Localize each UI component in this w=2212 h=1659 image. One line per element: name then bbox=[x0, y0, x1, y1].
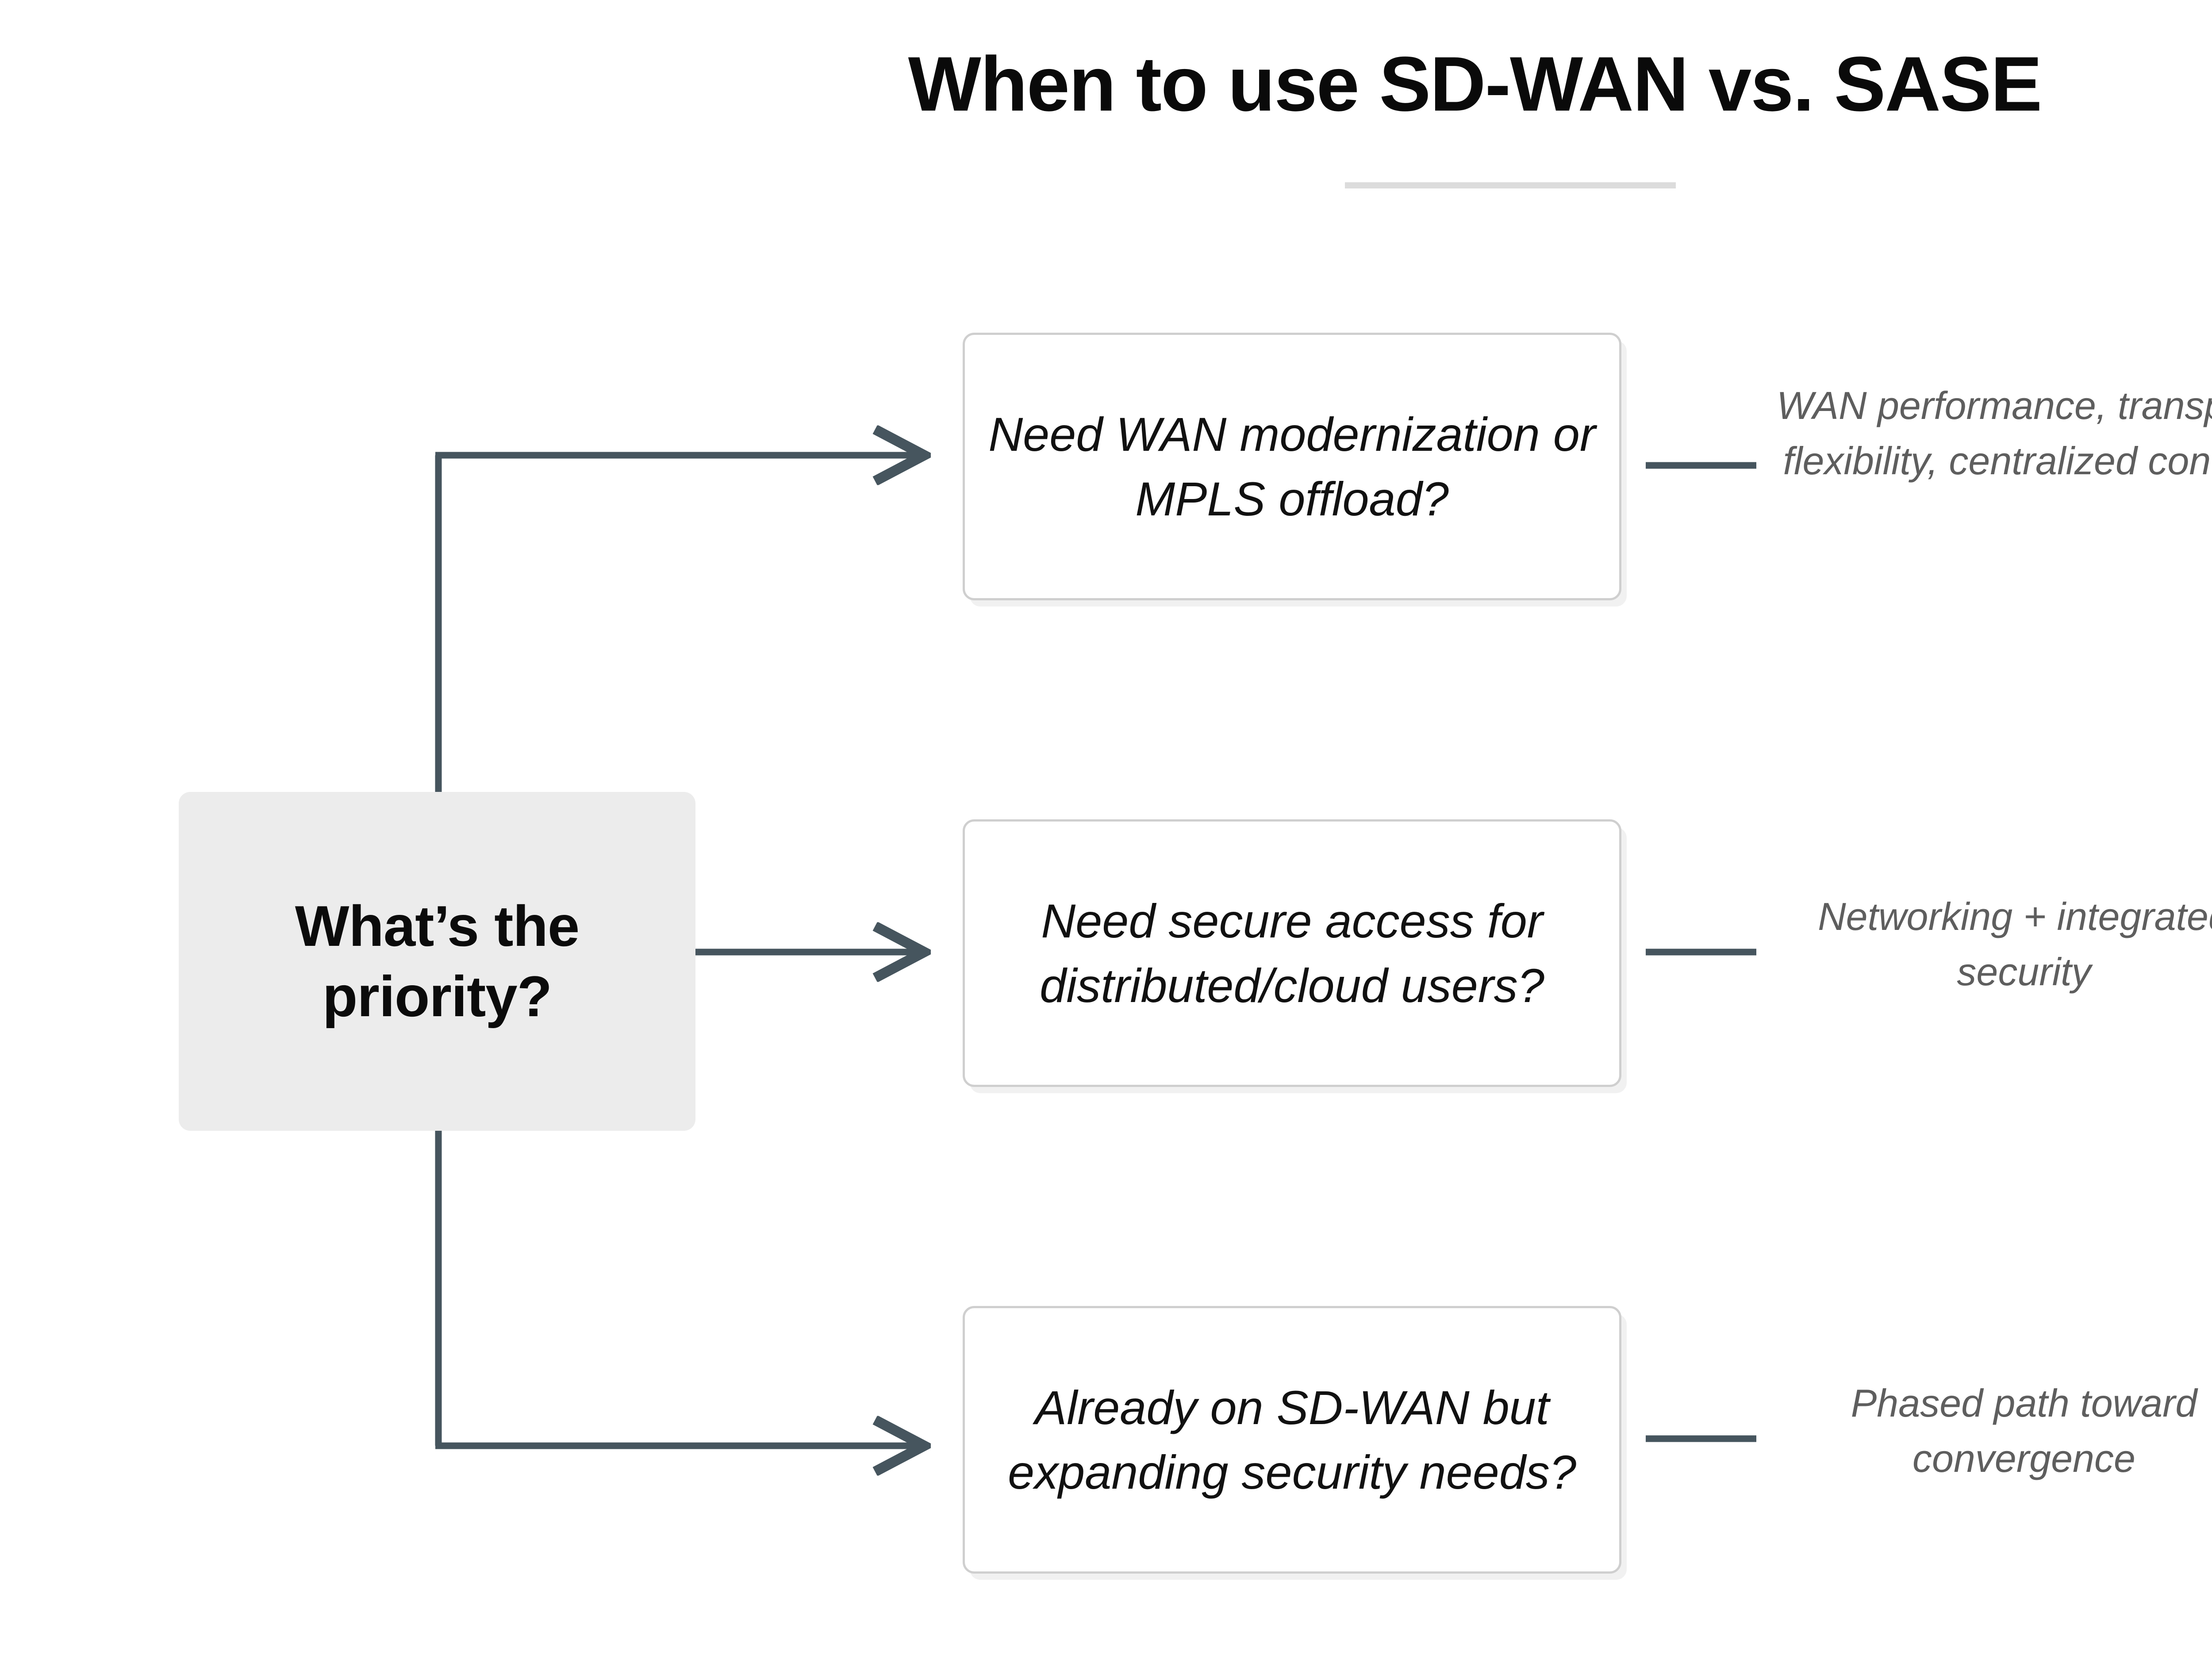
edge-label-sase: Networking + integrated security bbox=[1818, 895, 2212, 994]
edge-label-extend-into-sase: Phased path toward convergence bbox=[1851, 1381, 2197, 1480]
question-box-wan-modernization[interactable]: Need WAN modernization or MPLS offload? bbox=[963, 333, 1621, 600]
question-box-label: Already on SD-WAN but expanding security… bbox=[1008, 1380, 1576, 1499]
question-box-label: Need WAN modernization or MPLS offload? bbox=[988, 407, 1596, 526]
question-box-label: Need secure access for distributed/cloud… bbox=[1040, 894, 1544, 1012]
edge-label-sd-wan: WAN performance, transport flexibility, … bbox=[1776, 384, 2212, 483]
question-box-expanding-security[interactable]: Already on SD-WAN but expanding security… bbox=[963, 1306, 1621, 1574]
decision-box[interactable]: What’s the priority? bbox=[179, 792, 695, 1131]
question-box-secure-access[interactable]: Need secure access for distributed/cloud… bbox=[963, 819, 1621, 1087]
decision-box-label: What’s the priority? bbox=[295, 894, 580, 1029]
page-title: When to use SD-WAN vs. SASE bbox=[908, 41, 2043, 127]
title-divider bbox=[1345, 182, 1676, 188]
